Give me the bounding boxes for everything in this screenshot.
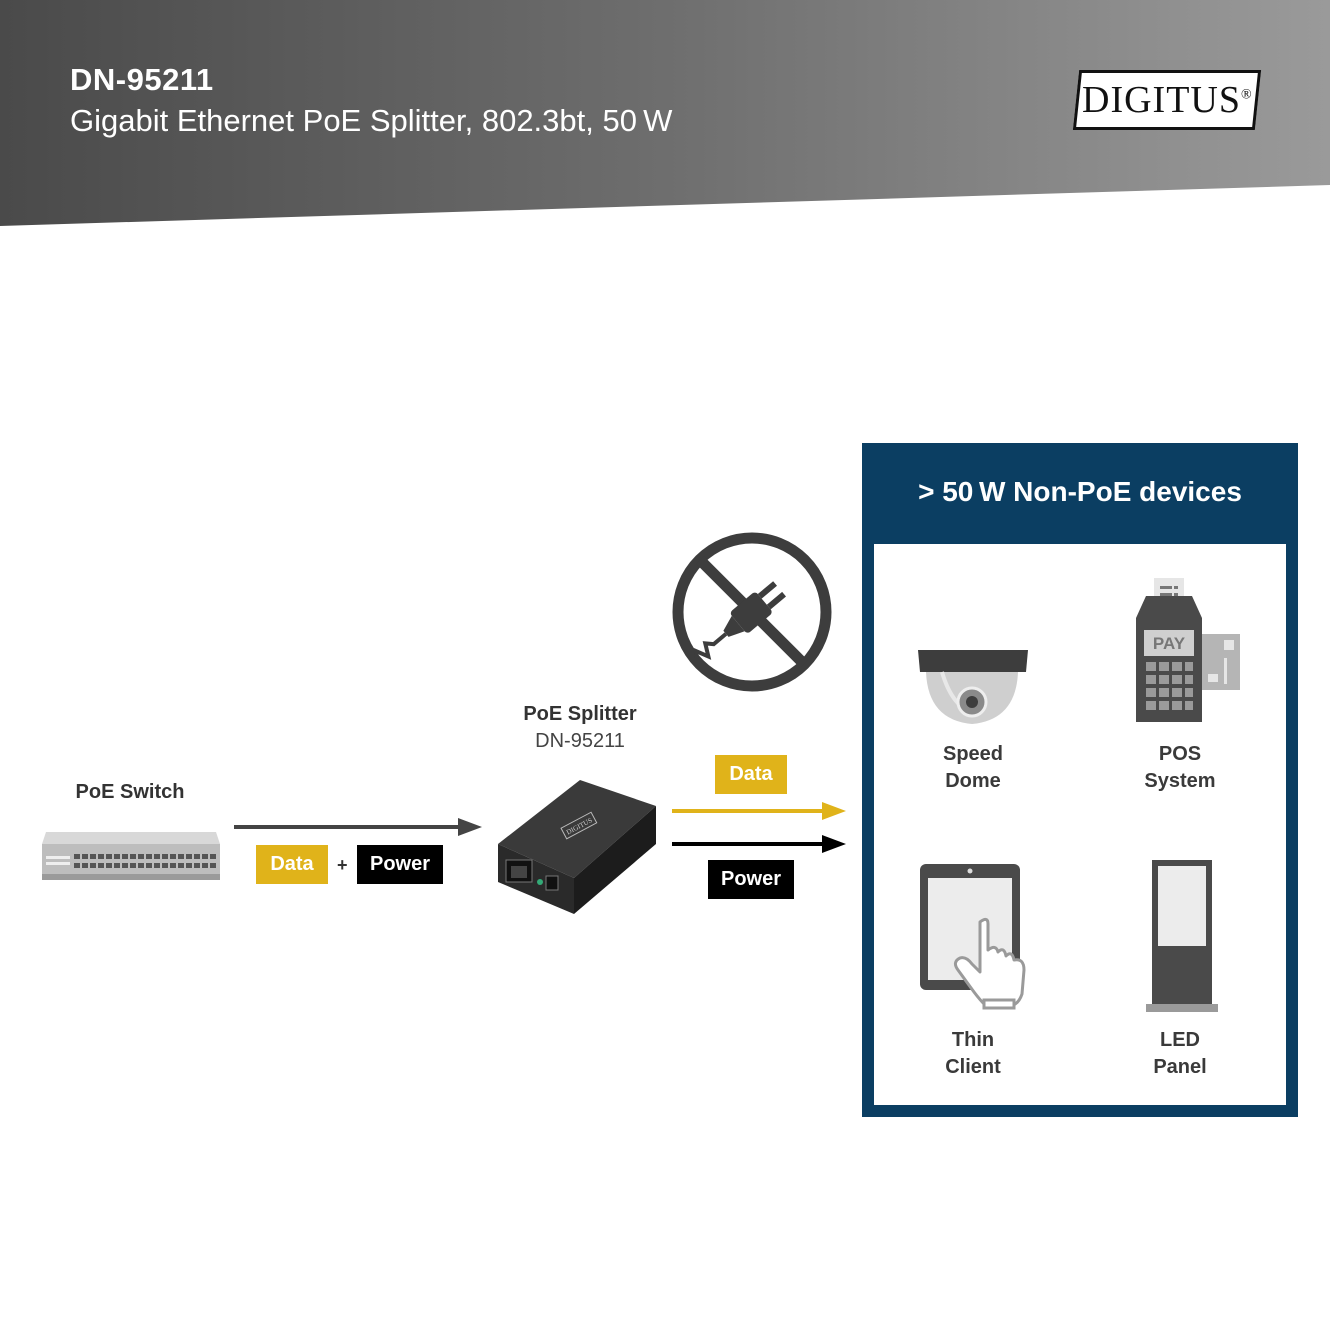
device-led-panel-label: LED Panel (1100, 1027, 1260, 1081)
pos-screen-text: PAY (1153, 634, 1186, 653)
device-pos-system-line1: POS (1158, 743, 1202, 765)
dome-camera-icon (918, 650, 1028, 724)
splitter-model: DN-95211 (535, 730, 625, 752)
no-power-plug-icon (672, 532, 832, 692)
device-thin-client-label: Thin Client (893, 1027, 1053, 1081)
poe-splitter-icon: DIGITUS (498, 780, 656, 914)
device-thin-client-line2: Client (945, 1056, 1001, 1078)
poe-switch-icon (42, 832, 220, 880)
device-pos-system-label: POS System (1100, 741, 1260, 795)
device-led-panel-line1: LED (1160, 1029, 1200, 1051)
input-data-tag: Data (256, 845, 328, 884)
plus-sign: + (337, 855, 348, 875)
output-power-arrow (672, 835, 846, 853)
product-model: DN-95211 (70, 62, 214, 97)
tablet-touch-icon (920, 864, 1026, 1010)
input-power-tag: Power (357, 845, 443, 884)
output-data-arrow (672, 802, 846, 820)
pos-terminal-icon: PAY (1136, 578, 1240, 722)
splitter-label: PoE Splitter (523, 703, 637, 725)
device-led-panel-line2: Panel (1153, 1056, 1207, 1078)
input-arrow (234, 818, 482, 836)
output-data-tag: Data (715, 755, 787, 794)
switch-label: PoE Switch (75, 781, 185, 803)
device-thin-client-line1: Thin (951, 1029, 995, 1051)
led-panel-icon (1146, 860, 1218, 1012)
digitus-logo: DIGITUS® (1072, 70, 1262, 130)
output-power-tag: Power (708, 860, 794, 899)
logo-text: DIGITUS (1081, 79, 1241, 121)
device-speed-dome-line2: Dome (945, 770, 1001, 792)
panel-heading: > 50 W Non-PoE devices (918, 476, 1242, 507)
product-subtitle: Gigabit Ethernet PoE Splitter, 802.3bt, … (70, 103, 673, 138)
logo-registered-mark: ® (1240, 87, 1253, 103)
device-speed-dome-line1: Speed (942, 743, 1004, 765)
device-speed-dome-label: Speed Dome (893, 741, 1053, 795)
device-pos-system-line2: System (1144, 770, 1216, 792)
